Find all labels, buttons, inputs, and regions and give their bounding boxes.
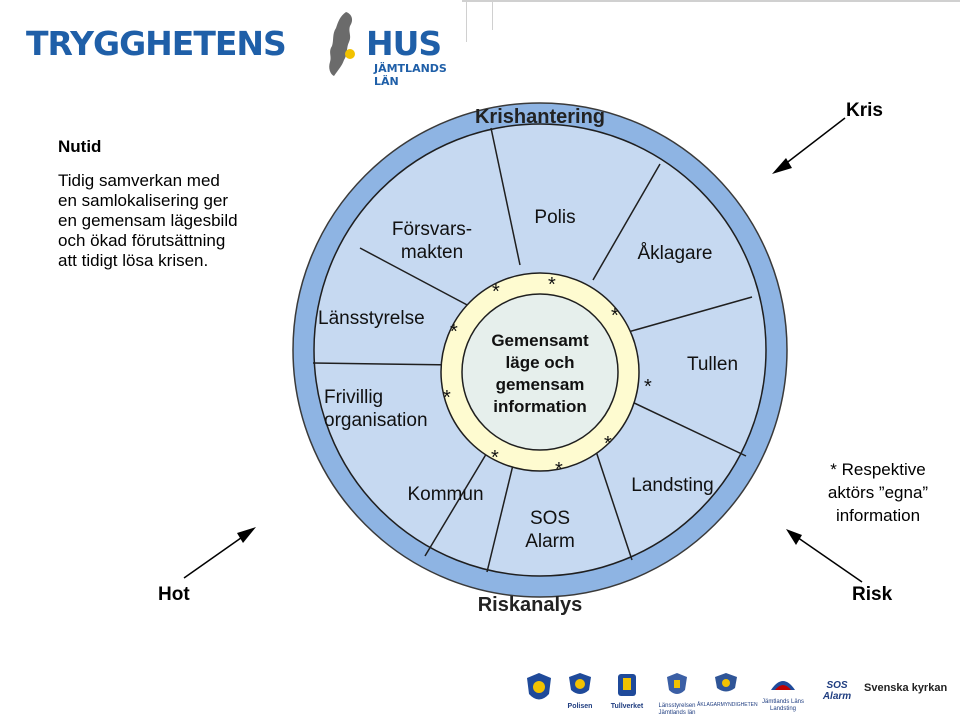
lansstyrelsen-caption: Länsstyrelsen Jämtlands län xyxy=(658,703,696,716)
segment-line: Kommun xyxy=(407,484,484,505)
segment-line: makten xyxy=(400,242,464,263)
svenska-kyrkan-caption: Svenska kyrkan xyxy=(864,682,948,694)
label-hot: Hot xyxy=(158,584,190,605)
segment-line: Frivillig xyxy=(324,387,384,408)
header-divider xyxy=(462,0,960,92)
nutid-body-line: att tidigt lösa krisen. xyxy=(58,251,209,270)
segment-frivillig-organisation: Frivillig organisation xyxy=(324,386,444,432)
segment-line: Landsting xyxy=(631,475,714,496)
star-marker: * xyxy=(443,387,451,409)
tullverket-caption: Tullverket xyxy=(610,703,644,710)
landsting-logo: Jämtlands Läns Landsting xyxy=(760,672,806,713)
segment-line: organisation xyxy=(324,410,428,431)
arrow-risk xyxy=(786,529,863,583)
center-line: läge och xyxy=(505,353,575,372)
arrow-hot xyxy=(183,527,256,579)
sos-alarm-caption: SOS Alarm xyxy=(822,680,852,702)
star-marker: * xyxy=(644,376,652,398)
label-kris: Kris xyxy=(846,100,883,121)
segment-lansstyrelse: Länsstyrelse xyxy=(318,307,438,330)
star-marker: * xyxy=(450,321,458,343)
nutid-body-line: Tidig samverkan med xyxy=(58,171,220,190)
svenska-kyrkan-logo: Svenska kyrkan xyxy=(864,672,954,694)
note-line: * Respektive xyxy=(830,460,926,479)
outer-label-top: Krishantering xyxy=(474,106,606,128)
segment-aklagare: Åklagare xyxy=(625,242,725,265)
star-marker: * xyxy=(491,447,499,469)
segment-line: Länsstyrelse xyxy=(318,308,425,329)
segment-line: Försvars- xyxy=(391,219,473,240)
segment-tullen: Tullen xyxy=(670,353,755,376)
header-logo: TRYGGHETENS HUS JÄMTLANDS LÄN xyxy=(26,12,447,88)
sweden-map-icon xyxy=(329,12,355,76)
logo-text-left: TRYGGHETENS xyxy=(26,24,287,63)
segment-sos-alarm: SOS Alarm xyxy=(510,507,590,553)
segment-polis: Polis xyxy=(515,206,595,229)
star-marker: * xyxy=(555,459,563,481)
star-marker: * xyxy=(611,305,619,327)
landsting-caption: Jämtlands Läns Landsting xyxy=(761,699,805,712)
polisen-caption: Polisen xyxy=(567,703,593,710)
nutid-body: Tidig samverkan med en samlokalisering g… xyxy=(58,171,238,271)
nutid-body-line: en gemensam lägesbild xyxy=(58,211,238,230)
logo-subtitle: JÄMTLANDS LÄN xyxy=(374,62,447,88)
label-risk: Risk xyxy=(852,584,893,605)
segment-line: Polis xyxy=(534,207,576,228)
nutid-heading: Nutid xyxy=(58,137,102,156)
segment-forsvarsmakten: Försvars- makten xyxy=(372,218,492,264)
lansstyrelsen-logo: Länsstyrelsen Jämtlands län xyxy=(652,672,702,717)
center-line: gemensam xyxy=(495,375,585,394)
polisen-logo: Polisen xyxy=(560,672,600,711)
sos-alarm-logo: SOS Alarm xyxy=(814,672,860,702)
logo-text-right: HUS xyxy=(366,24,442,63)
tullverket-logo: Tullverket xyxy=(605,672,649,711)
center-text: Gemensamt läge och gemensam information xyxy=(470,330,610,418)
star-marker: * xyxy=(604,433,612,455)
star-marker: * xyxy=(548,274,556,296)
segment-landsting: Landsting xyxy=(620,474,725,497)
note-line: aktörs ”egna” xyxy=(827,483,929,502)
center-disc xyxy=(461,293,619,451)
nutid-body-line: en samlokalisering ger xyxy=(58,191,229,210)
center-line: information xyxy=(493,397,587,416)
star-marker: * xyxy=(492,281,500,303)
segment-kommun: Kommun xyxy=(398,483,493,506)
outer-label-bottom: Riskanalys xyxy=(477,594,583,616)
segment-line: Alarm xyxy=(525,531,575,552)
aklagarmyndigheten-logo: ÅKLAGARMYNDIGHETEN xyxy=(697,672,758,709)
segment-line: Tullen xyxy=(686,354,739,375)
respektive-note: * Respektive aktörs ”egna” information xyxy=(808,458,948,527)
nutid-body-line: och ökad förutsättning xyxy=(58,231,226,250)
police-badge-icon xyxy=(524,672,554,711)
segment-line: Åklagare xyxy=(637,243,713,264)
footer-logo-bar xyxy=(0,660,960,720)
segment-line: SOS xyxy=(529,508,571,529)
note-line: information xyxy=(835,506,921,525)
center-line: Gemensamt xyxy=(491,331,589,350)
arrow-kris xyxy=(772,117,846,174)
aklagarmyndigheten-caption: ÅKLAGARMYNDIGHETEN xyxy=(697,702,758,708)
